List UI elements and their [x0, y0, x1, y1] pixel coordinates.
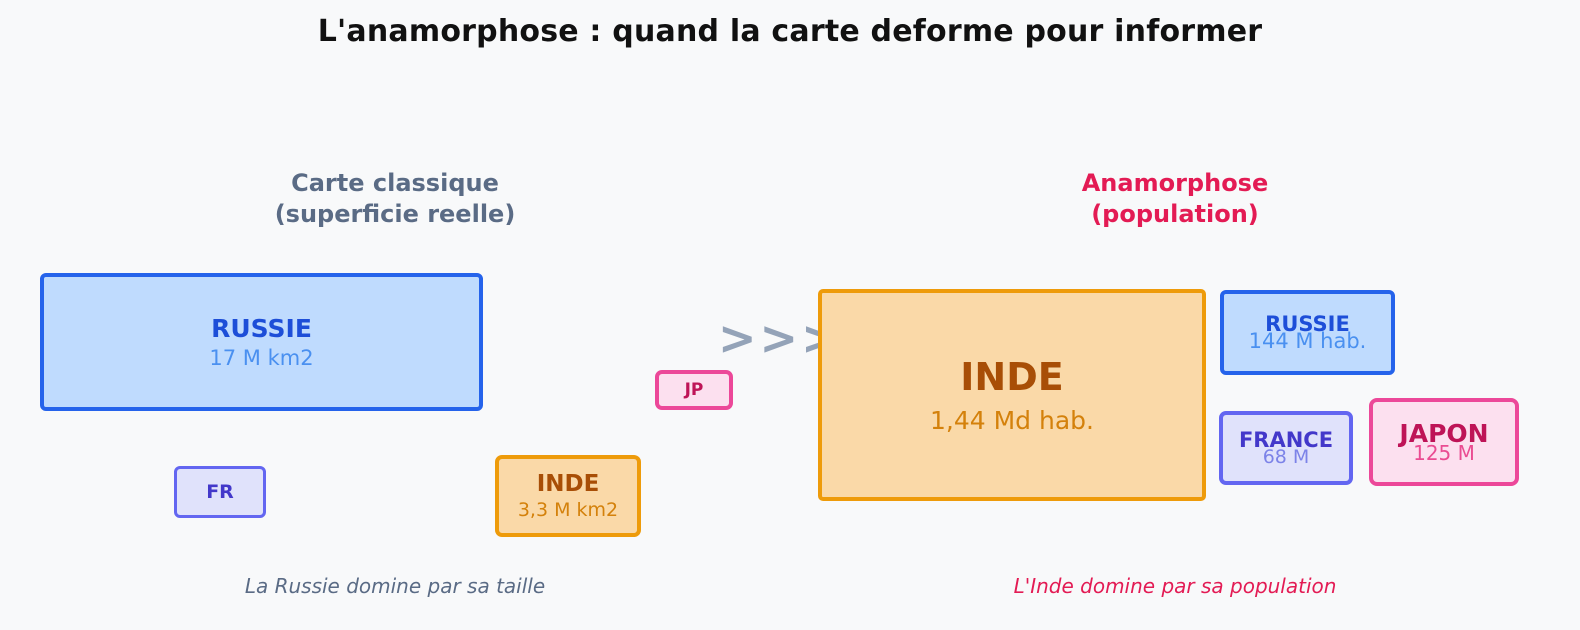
left-caption: La Russie domine par sa taille	[244, 574, 546, 598]
right-caption: L'Inde domine par sa population	[1013, 574, 1337, 598]
right-header-line1: Anamorphose	[1081, 169, 1269, 197]
chevron-right-icon: >	[718, 311, 757, 365]
population-box-japon-label: JAPON	[1399, 419, 1489, 448]
page-title: L'anamorphose : quand la carte deforme p…	[317, 14, 1263, 49]
left-header-line2: (superficie reelle)	[274, 200, 516, 228]
area-box-inde-label: INDE	[536, 470, 600, 497]
left-header-line1: Carte classique	[291, 169, 499, 197]
right-header-line2: (population)	[1091, 200, 1259, 228]
population-box-inde-value: 1,44 Md hab.	[930, 405, 1094, 435]
area-box-japon-label: JP	[684, 379, 704, 400]
area-box-france-label: FR	[206, 480, 234, 503]
population-box-japon-value: 125 M	[1413, 441, 1475, 465]
chevron-right-icon: >	[759, 311, 799, 365]
population-box-japon: JAPON 125 M	[1369, 398, 1519, 486]
population-box-france: FRANCE 68 M	[1219, 411, 1353, 485]
area-box-russie-label: RUSSIE	[211, 313, 312, 343]
population-box-france-label: FRANCE	[1238, 427, 1334, 452]
area-box-japon: JP	[655, 370, 733, 410]
population-box-russie-label: RUSSIE	[1265, 311, 1350, 336]
population-box-inde-label: INDE	[960, 354, 1064, 399]
population-box-inde: INDE 1,44 Md hab.	[818, 289, 1206, 501]
population-box-russie-value: 144 M hab.	[1248, 328, 1367, 353]
area-box-russie: RUSSIE 17 M km2	[40, 273, 483, 411]
area-box-inde-value: 3,3 M km2	[517, 498, 619, 521]
right-column-header: Anamorphose (population)	[935, 168, 1415, 230]
area-box-france: FR	[174, 466, 266, 518]
left-column-header: Carte classique (superficie reelle)	[155, 168, 635, 230]
population-box-france-value: 68 M	[1262, 445, 1310, 468]
area-box-russie-value: 17 M km2	[209, 345, 314, 370]
population-box-russie: RUSSIE 144 M hab.	[1220, 290, 1395, 375]
area-box-inde: INDE 3,3 M km2	[495, 455, 641, 537]
